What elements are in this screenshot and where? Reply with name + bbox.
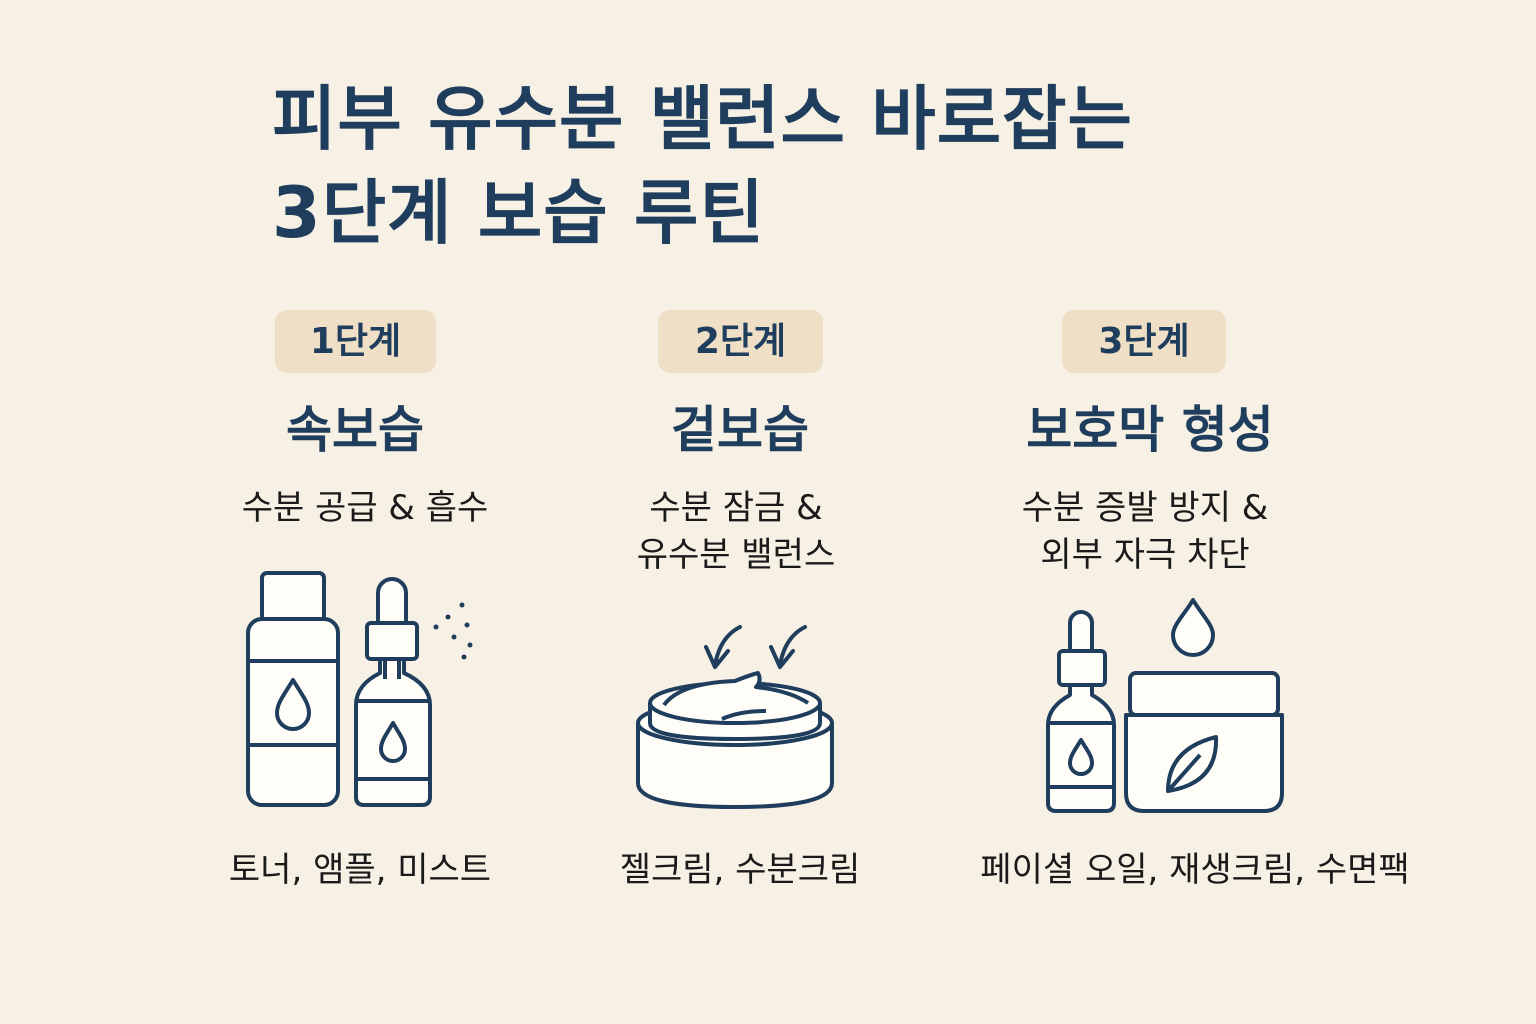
step-2-description: 수분 잠금 & 유수분 밸런스 [586,485,886,579]
step-2-badge: 2단계 [658,310,823,373]
step-3-heading: 보호막 형성 [1026,401,1274,459]
step-3-illustration [1040,595,1290,820]
step-3-badge: 3단계 [1062,310,1226,373]
toner-ampoule-mist-icon [246,571,473,807]
step-1-description: 수분 공급 & 흡수 [205,485,525,532]
step-1-products: 토너, 앰플, 미스트 [228,850,492,890]
cream-jar-icon [636,625,834,809]
step-2-products: 젤크림, 수분크림 [619,850,861,890]
step-2-description-line-1: 수분 잠금 & [649,488,823,528]
title-line-2: 3단계 보습 루틴 [272,172,765,254]
step-2-heading: 겉보습 [671,401,809,459]
step-3-products: 페이셜 오일, 재생크림, 수면팩 [980,850,1410,890]
step-1-illustration [240,565,480,815]
step-1-description-line-1: 수분 공급 & 흡수 [241,488,489,528]
page-title: 피부 유수분 밸런스 바로잡는 3단계 보습 루틴 [272,72,1133,260]
step-3-description-line-1: 수분 증발 방지 & [1021,488,1269,528]
step-2-illustration [630,615,845,815]
title-line-1: 피부 유수분 밸런스 바로잡는 [272,78,1133,160]
step-1-badge: 1단계 [275,310,436,373]
step-3-description: 수분 증발 방지 & 외부 자극 차단 [990,485,1300,579]
step-2-description-line-2: 유수분 밸런스 [636,535,836,575]
step-3-description-line-2: 외부 자극 차단 [1040,535,1250,575]
oil-and-cream-jar-icon [1046,598,1284,813]
step-1-heading: 속보습 [286,401,424,459]
